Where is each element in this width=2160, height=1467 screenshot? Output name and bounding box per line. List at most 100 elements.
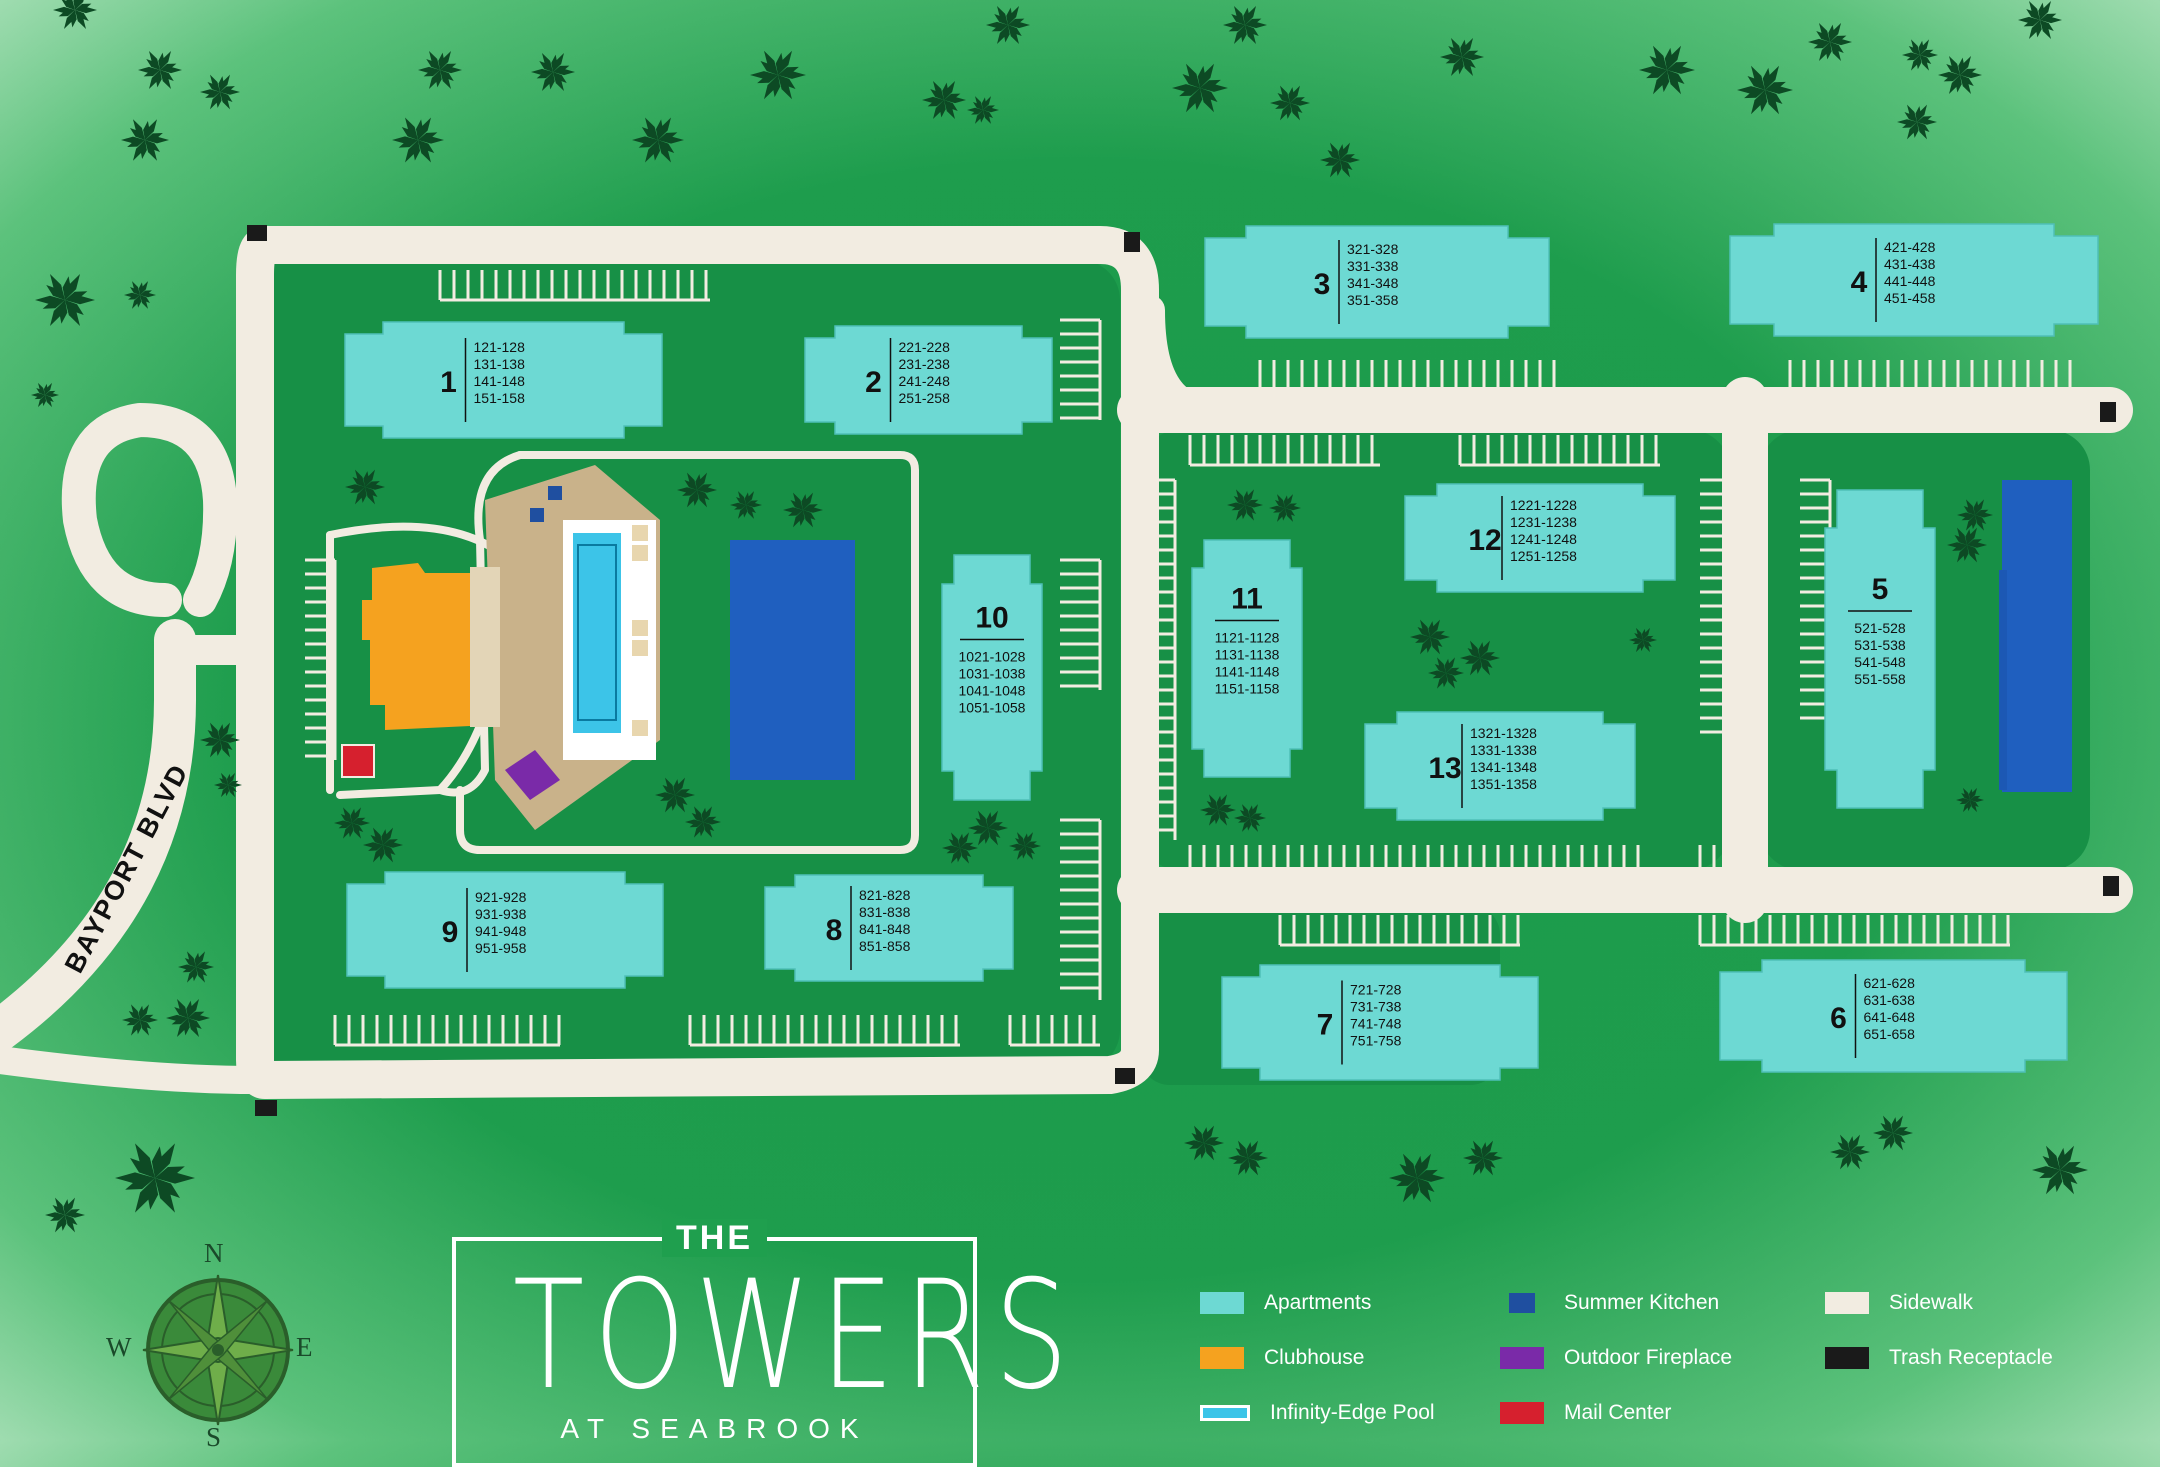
palm-tree-icon	[968, 810, 1008, 846]
palm-tree-icon	[1629, 627, 1657, 653]
building-number: 2	[865, 366, 882, 399]
unit-range: 931-938	[475, 906, 527, 922]
legend-swatch-pool	[1200, 1405, 1250, 1421]
apartment-footprint	[1719, 959, 2068, 1073]
unit-range: 831-838	[859, 904, 911, 920]
unit-range: 341-348	[1347, 275, 1399, 291]
legend-swatch-mail-center	[1500, 1402, 1544, 1424]
palm-tree-icon	[750, 50, 806, 100]
unit-range: 551-558	[1854, 671, 1906, 687]
clubhouse-porch	[470, 567, 500, 727]
unit-range: 431-438	[1884, 256, 1936, 272]
map-legend: Apartments Clubhouse Infinity-Edge Pool …	[1200, 1278, 2100, 1428]
apartment-footprint	[1221, 964, 1539, 1081]
unit-range: 1151-1158	[1215, 681, 1280, 697]
legend-item: Apartments	[1200, 1283, 1371, 1323]
legend-item: Summer Kitchen	[1500, 1283, 1719, 1323]
building-number: 8	[826, 914, 843, 947]
unit-range: 421-428	[1884, 239, 1936, 255]
palm-tree-icon	[45, 1197, 85, 1233]
palm-tree-icon	[1270, 85, 1310, 121]
palm-tree-icon	[53, 0, 97, 30]
palm-tree-icon	[121, 119, 169, 161]
legend-item: Trash Receptacle	[1825, 1338, 2053, 1378]
building-number: 11	[1231, 583, 1263, 616]
legend-item: Infinity-Edge Pool	[1200, 1393, 1435, 1433]
unit-range: 221-228	[899, 339, 951, 355]
palm-tree-icon	[1830, 1134, 1870, 1170]
unit-range: 151-158	[474, 390, 526, 406]
palm-tree-icon	[1947, 527, 1987, 563]
palm-tree-icon	[138, 50, 182, 90]
palm-tree-icon	[1428, 657, 1464, 689]
palm-tree-icon	[922, 80, 966, 120]
mail-center	[341, 744, 375, 778]
pond-east	[2002, 480, 2072, 792]
unit-range: 921-928	[475, 889, 527, 905]
compass-icon	[142, 1274, 294, 1426]
unit-range: 1321-1328	[1470, 725, 1537, 741]
palm-tree-icon	[1463, 1140, 1503, 1176]
legend-label: Sidewalk	[1889, 1291, 1974, 1314]
legend-swatch-trash-receptacle	[1825, 1347, 1869, 1369]
unit-range: 331-338	[1347, 258, 1399, 274]
logo-the: THE	[662, 1219, 767, 1257]
palm-tree-icon	[124, 281, 156, 309]
unit-range: 821-828	[859, 887, 911, 903]
legend-swatch-clubhouse	[1200, 1347, 1244, 1369]
unit-range: 841-848	[859, 921, 911, 937]
building-number: 13	[1428, 752, 1461, 785]
palm-tree-icon	[200, 722, 240, 758]
apartment-footprint	[1404, 483, 1676, 593]
palm-tree-icon	[1737, 65, 1793, 115]
unit-range: 1041-1048	[959, 683, 1026, 699]
palm-tree-icon	[115, 1143, 195, 1213]
unit-range: 441-448	[1884, 273, 1936, 289]
unit-range: 751-758	[1350, 1033, 1402, 1049]
apartment-footprint	[941, 554, 1043, 801]
apartment-footprint	[344, 321, 663, 439]
unit-range: 1051-1058	[959, 700, 1026, 716]
compass-n: N	[204, 1238, 224, 1268]
legend-swatch-summer-kitchen	[1509, 1293, 1535, 1313]
legend-item: Mail Center	[1500, 1393, 1671, 1433]
palm-tree-icon	[1200, 794, 1236, 826]
unit-range: 651-658	[1864, 1026, 1916, 1042]
palm-tree-icon	[1269, 494, 1301, 522]
palm-tree-icon	[122, 1004, 158, 1036]
apartment-footprint	[1191, 539, 1303, 778]
unit-range: 1121-1128	[1215, 630, 1280, 646]
palm-tree-icon	[1639, 45, 1695, 95]
unit-range: 1251-1258	[1510, 548, 1577, 564]
legend-label: Trash Receptacle	[1889, 1346, 2053, 1369]
palm-tree-icon	[1808, 22, 1852, 62]
palm-tree-icon	[200, 74, 240, 110]
palm-tree-icon	[1184, 1125, 1224, 1161]
palm-tree-icon	[1902, 39, 1938, 71]
trash-receptacles	[247, 225, 2119, 1116]
building-number: 6	[1830, 1002, 1847, 1035]
palm-tree-icon	[35, 274, 95, 326]
building-number: 3	[1314, 268, 1331, 301]
unit-range: 231-238	[899, 356, 951, 372]
legend-label: Clubhouse	[1264, 1346, 1365, 1369]
compass-rose: N W E S	[106, 1238, 313, 1452]
palm-tree-icon	[2032, 1145, 2088, 1195]
compass-s: S	[206, 1422, 222, 1452]
building-number: 7	[1317, 1009, 1334, 1042]
summer-kitchen	[530, 508, 544, 522]
building-number: 10	[975, 602, 1008, 635]
palm-tree-icon	[345, 469, 385, 505]
unit-range: 951-958	[475, 940, 527, 956]
pool-complex	[341, 465, 2072, 830]
legend-item: Clubhouse	[1200, 1338, 1364, 1378]
outdoor-fireplace	[505, 750, 560, 800]
sidewalks	[0, 226, 2133, 1099]
palm-tree-icon	[2018, 0, 2062, 40]
